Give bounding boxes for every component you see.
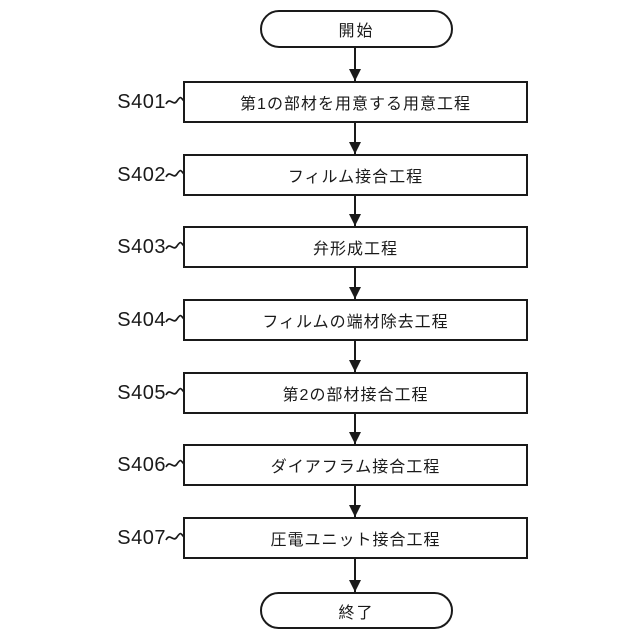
squiggle-connector xyxy=(165,459,184,468)
arrow-shaft xyxy=(354,196,356,226)
process-box-label: 第1の部材を用意する用意工程 xyxy=(240,96,471,113)
arrow-down-icon xyxy=(349,48,361,81)
squiggle-connector xyxy=(165,96,184,105)
arrow-down-icon xyxy=(349,196,361,226)
arrow-shaft xyxy=(354,486,356,517)
arrow-shaft xyxy=(354,414,356,444)
arrow-down-icon xyxy=(349,486,361,517)
arrow-down-icon xyxy=(349,414,361,444)
step-label-s406: S406 xyxy=(117,454,166,476)
squiggle-connector xyxy=(165,387,184,396)
process-box-s403: 弁形成工程 xyxy=(183,226,528,268)
step-label-s403: S403 xyxy=(117,236,166,258)
process-box-s404: フィルムの端材除去工程 xyxy=(183,299,528,341)
arrow-down-icon xyxy=(349,268,361,299)
arrow-shaft xyxy=(354,268,356,299)
step-label-s405: S405 xyxy=(117,382,166,404)
squiggle-connector xyxy=(165,241,184,250)
arrow-shaft xyxy=(354,559,356,592)
squiggle-connector xyxy=(165,532,184,541)
process-box-label: フィルムの端材除去工程 xyxy=(262,314,449,331)
process-box-label: 弁形成工程 xyxy=(312,241,398,258)
squiggle-connector xyxy=(165,169,184,178)
end-terminal-label: 終了 xyxy=(338,604,375,622)
process-box-label: 第2の部材接合工程 xyxy=(282,387,429,404)
step-label-s401: S401 xyxy=(117,91,166,113)
process-box-s405: 第2の部材接合工程 xyxy=(183,372,528,414)
process-box-s407: 圧電ユニット接合工程 xyxy=(183,517,528,559)
arrow-shaft xyxy=(354,341,356,372)
process-box-label: ダイアフラム接合工程 xyxy=(270,459,441,476)
arrow-shaft xyxy=(354,48,356,81)
arrow-down-icon xyxy=(349,341,361,372)
arrow-shaft xyxy=(354,123,356,154)
process-box-s402: フィルム接合工程 xyxy=(183,154,528,196)
arrow-down-icon xyxy=(349,559,361,592)
process-box-label: 圧電ユニット接合工程 xyxy=(270,532,441,549)
process-box-s401: 第1の部材を用意する用意工程 xyxy=(183,81,528,123)
arrow-down-icon xyxy=(349,123,361,154)
step-label-s404: S404 xyxy=(117,309,166,331)
squiggle-connector xyxy=(165,314,184,323)
end-terminal: 終了 xyxy=(260,592,453,629)
process-box-s406: ダイアフラム接合工程 xyxy=(183,444,528,486)
step-label-s402: S402 xyxy=(117,164,166,186)
start-terminal: 開始 xyxy=(260,10,453,48)
start-terminal-label: 開始 xyxy=(338,23,375,40)
process-box-label: フィルム接合工程 xyxy=(287,169,424,186)
step-label-s407: S407 xyxy=(117,527,166,549)
